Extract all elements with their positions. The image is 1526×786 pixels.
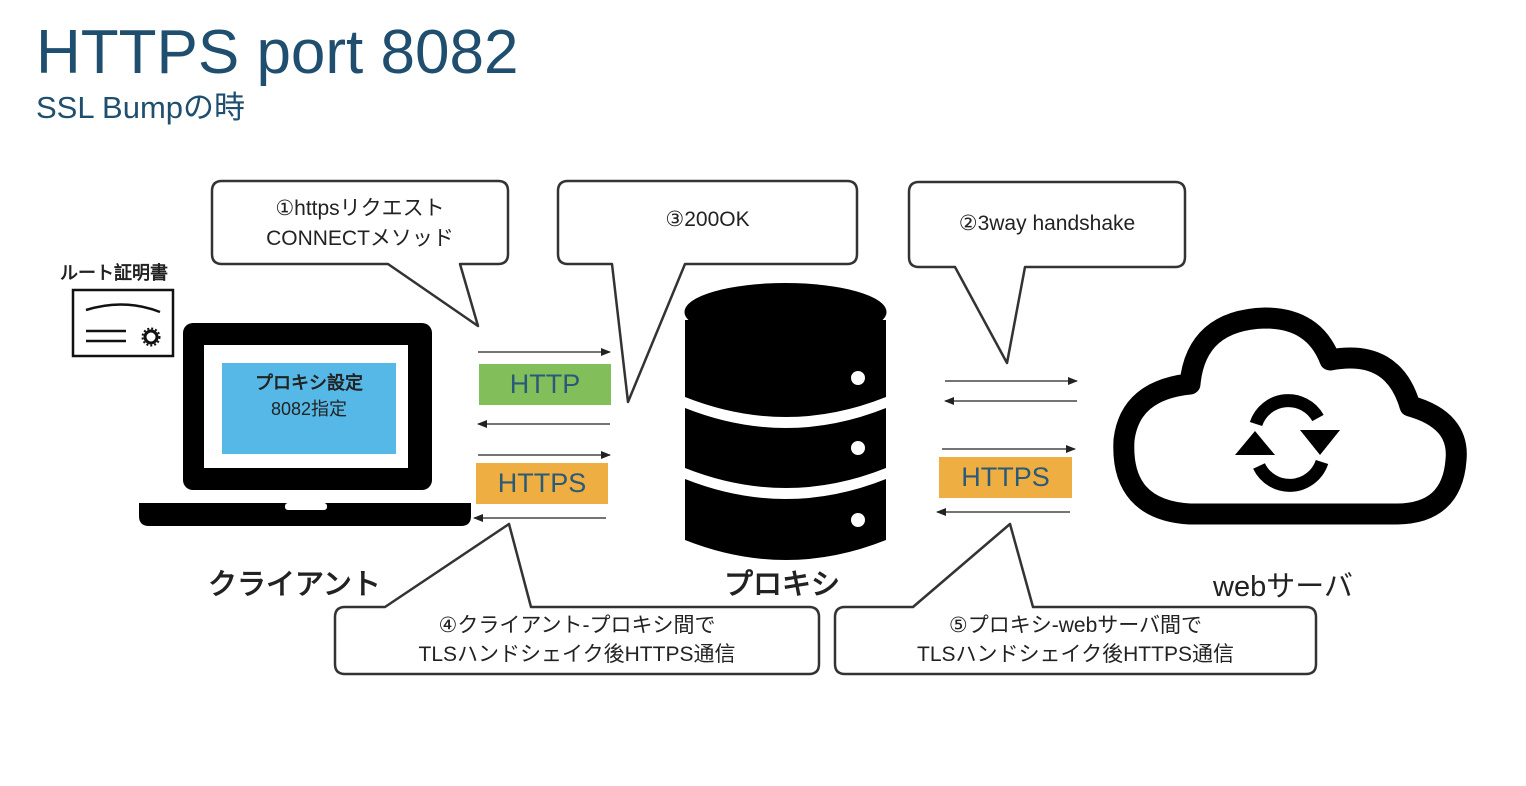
certificate-label: ルート証明書 — [60, 263, 168, 283]
webserver-label: webサーバ — [1213, 571, 1353, 603]
callout-step2-bubble — [907, 180, 1187, 365]
callout-step3: ③200OK — [558, 205, 857, 235]
callout-step5-line1: ⑤プロキシ-webサーバ間で — [948, 614, 1203, 637]
https-badge-client — [476, 463, 608, 504]
screen-line2: 8082指定 — [270, 399, 348, 419]
client-label: クライアント — [208, 569, 381, 601]
laptop-screen — [222, 363, 396, 454]
callout-step1-line2: CONNECTメソッド — [266, 227, 454, 250]
callout-step3-bubble — [556, 179, 859, 404]
certificate-icon — [71, 288, 175, 358]
callout-step1: ①httpsリクエスト CONNECTメソッド — [212, 194, 508, 254]
screen-line1: プロキシ設定 — [255, 373, 363, 393]
http-badge-label: HTTP — [509, 369, 581, 399]
callout-step4-bubble — [333, 522, 821, 676]
cloud-sync-icon — [1113, 307, 1467, 525]
callout-step2-line1: ②3way handshake — [958, 212, 1136, 235]
callout-step1-bubble — [210, 179, 510, 328]
http-badge — [479, 364, 611, 405]
https-badge-server — [939, 457, 1072, 498]
https-badge-server-label: HTTPS — [961, 462, 1050, 492]
callout-step5-bubble — [833, 522, 1318, 676]
database-server-icon — [684, 283, 887, 560]
callout-step4-line1: ④クライアント-プロキシ間で — [438, 614, 716, 637]
callout-step2: ②3way handshake — [909, 209, 1185, 239]
callout-step1-line1: ①httpsリクエスト — [275, 197, 445, 220]
callout-step5: ⑤プロキシ-webサーバ間で TLSハンドシェイク後HTTPS通信 — [835, 611, 1316, 669]
callout-step5-line2: TLSハンドシェイク後HTTPS通信 — [917, 643, 1234, 666]
proxy-label: プロキシ — [724, 569, 841, 601]
callout-step4-line2: TLSハンドシェイク後HTTPS通信 — [418, 643, 736, 666]
callout-step3-line1: ③200OK — [665, 208, 750, 231]
page-title: HTTPS port 8082 — [36, 18, 519, 87]
https-badge-client-label: HTTPS — [497, 468, 587, 498]
callout-step4: ④クライアント-プロキシ間で TLSハンドシェイク後HTTPS通信 — [335, 611, 819, 669]
proxy-setting-text: プロキシ設定 8082指定 — [222, 370, 396, 422]
page-subtitle: SSL Bumpの時 — [36, 90, 246, 125]
